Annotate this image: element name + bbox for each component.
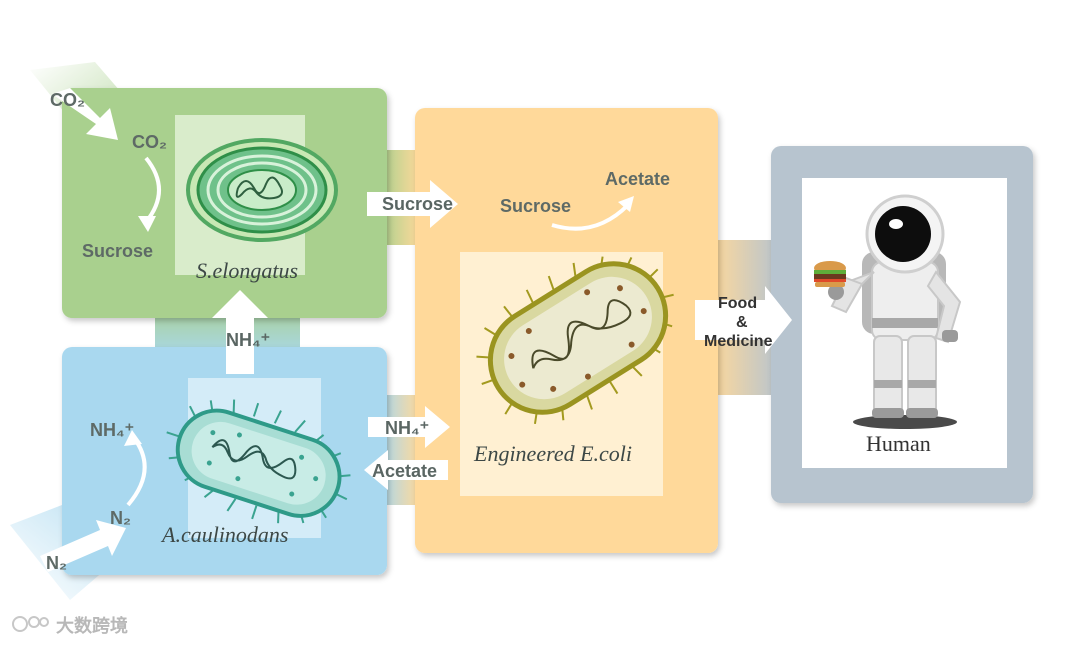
ecoli-organism-name: Engineered E.coli <box>474 441 632 467</box>
sucrose-cyano-label: Sucrose <box>82 241 153 262</box>
acetate-ecoli-label: Acetate <box>605 169 670 190</box>
output-medicine-label: Medicine <box>704 333 772 351</box>
cyano-organism-name: S.elongatus <box>196 258 298 284</box>
output-amp-label: & <box>736 314 748 332</box>
nh4-flow-label: NH₄⁺ <box>385 418 429 439</box>
n2-external-label: N₂ <box>46 553 67 574</box>
nh4-up-label: NH₄⁺ <box>226 330 270 351</box>
sucrose-flow-label: Sucrose <box>382 194 453 215</box>
nh4-rhizo-label: NH₄⁺ <box>90 420 134 441</box>
watermark-text: 大数跨境 <box>56 612 128 638</box>
co2-external-label: CO₂ <box>50 90 85 111</box>
n2-internal-label: N₂ <box>110 508 131 529</box>
watermark-logo <box>13 617 48 631</box>
acetate-flow-label: Acetate <box>372 461 437 482</box>
output-food-label: Food <box>718 295 757 313</box>
rhizo-organism-name: A.caulinodans <box>162 522 289 548</box>
human-label: Human <box>866 431 931 457</box>
sucrose-ecoli-label: Sucrose <box>500 196 571 217</box>
co2-internal-label: CO₂ <box>132 132 167 153</box>
cyanobacterium-cell <box>188 140 336 240</box>
